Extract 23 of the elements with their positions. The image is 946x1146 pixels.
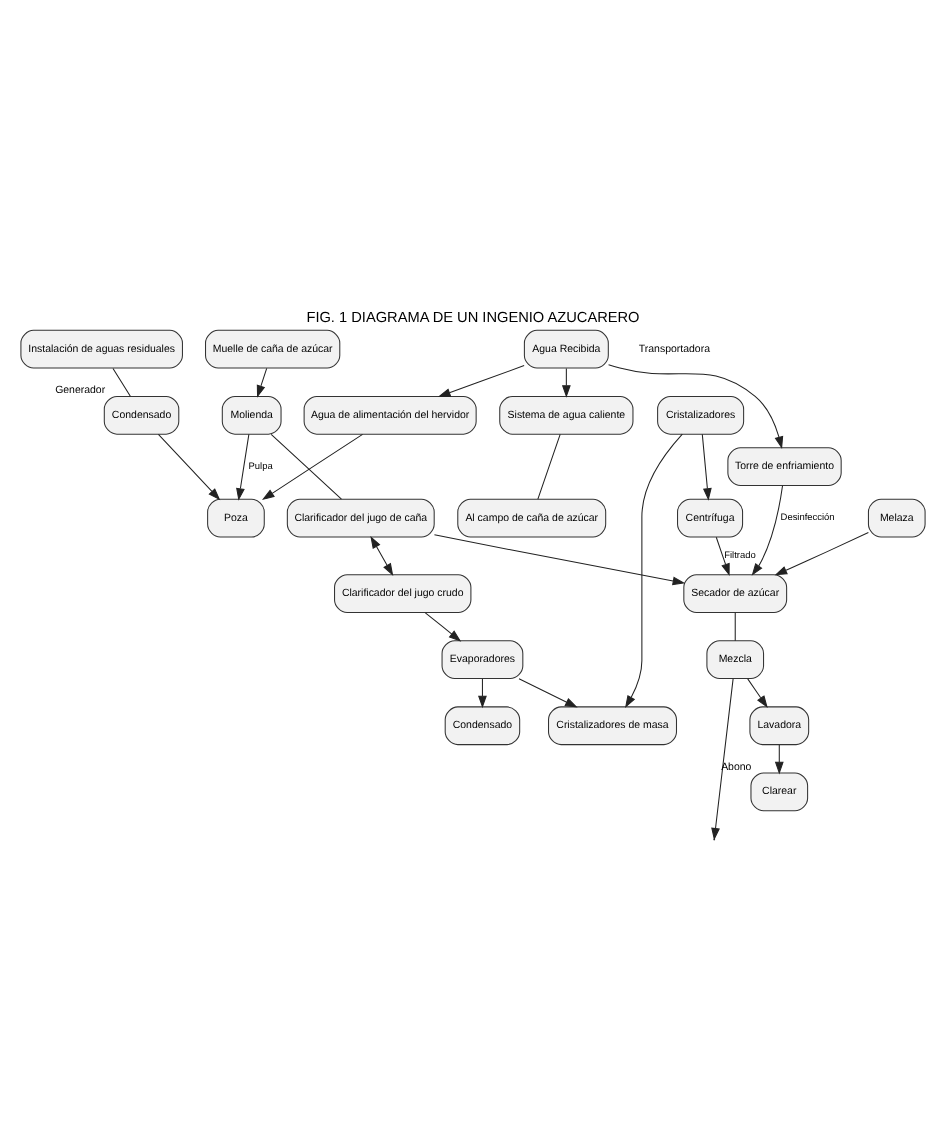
arrow — [256, 367, 268, 398]
arrow — [774, 744, 784, 775]
arrow — [608, 364, 784, 450]
arrow — [774, 531, 869, 576]
connector — [270, 433, 342, 500]
arrow — [478, 678, 487, 709]
arrow — [747, 678, 768, 709]
arrow — [715, 536, 730, 577]
arrow — [701, 433, 712, 501]
connector — [112, 367, 131, 397]
arrow — [518, 678, 578, 708]
arrow — [751, 485, 784, 576]
arrow — [433, 534, 686, 586]
arrow — [438, 365, 525, 397]
arrow — [236, 433, 250, 501]
arrow — [424, 612, 462, 642]
arrow — [261, 433, 364, 501]
arrow — [370, 535, 394, 576]
connector — [734, 612, 736, 642]
connector — [537, 433, 561, 500]
arrow — [561, 367, 571, 398]
arrow — [625, 433, 683, 709]
arrow — [157, 433, 221, 501]
